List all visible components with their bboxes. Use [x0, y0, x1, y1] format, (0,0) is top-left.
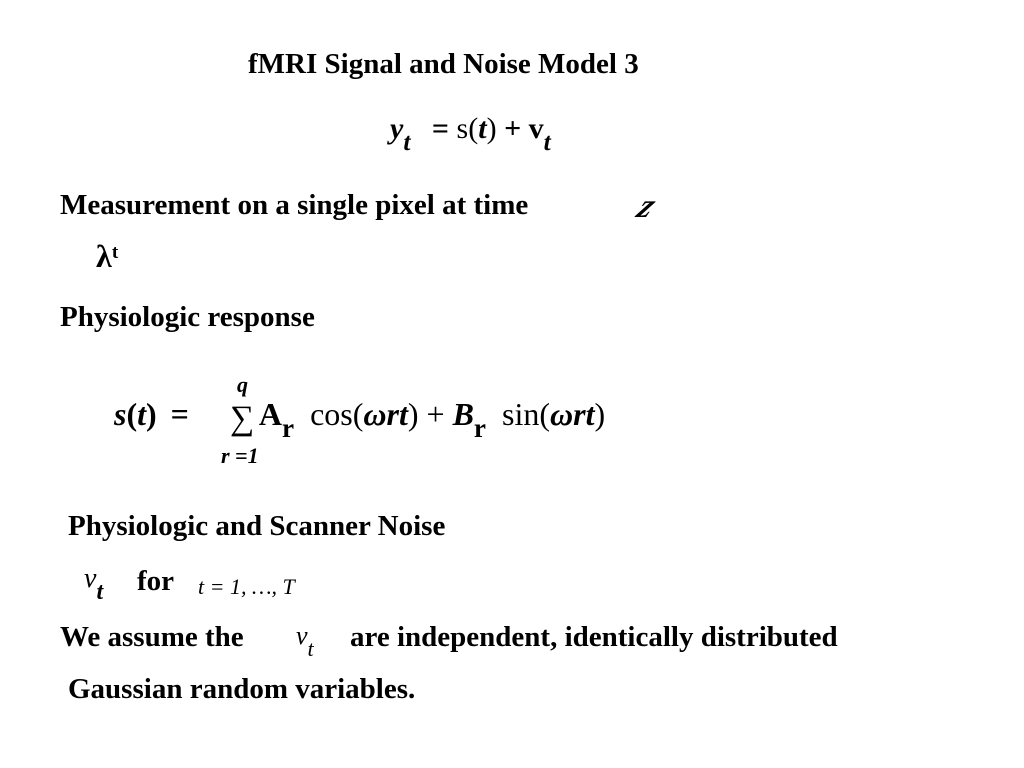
- eq2-B-subscript: r: [473, 413, 486, 443]
- eq2-sin: sin(: [502, 396, 550, 432]
- eq1-y-subscript: t: [403, 127, 411, 156]
- noise-symbol: vt: [84, 563, 103, 605]
- eq2-A: A: [258, 396, 282, 432]
- sum-lower-label: r =1: [221, 443, 259, 468]
- eq2-close-1: ): [407, 396, 419, 432]
- garbled-glyph-lambda: λᵗ: [96, 238, 119, 274]
- sum-symbol: ∑: [230, 400, 255, 437]
- eq1-v: v: [528, 112, 544, 145]
- eq2-omega-1: ω: [363, 396, 387, 432]
- eq2-cos: cos(: [310, 396, 364, 432]
- assumption-text-line2: Gaussian random variables.: [68, 673, 416, 705]
- eq2-t: t: [137, 396, 146, 432]
- noise-heading: Physiologic and Scanner Noise: [68, 510, 446, 542]
- eq2-close-paren: ): [146, 396, 157, 432]
- assumption-text-end: are independent, identically distributed: [350, 621, 838, 653]
- garbled-glyph-z: z: [631, 188, 663, 225]
- eq1-plus: +: [504, 112, 522, 145]
- eq1-v-subscript: t: [543, 127, 551, 156]
- eq2-rt-2: rt: [573, 396, 595, 432]
- observation-equation: yt = s(t) + vt: [390, 112, 551, 156]
- eq1-open-paren: (: [468, 112, 479, 145]
- eq2-close-2: ): [594, 396, 606, 432]
- eq2-open-paren: (: [126, 396, 138, 432]
- eq2-omega-2: ω: [550, 396, 574, 432]
- noise-v-subscript: t: [96, 579, 104, 605]
- eq1-y: y: [390, 112, 404, 145]
- assumption-text-start: We assume the: [60, 621, 244, 653]
- eq1-close-paren: ): [486, 112, 497, 145]
- eq1-equals: =: [431, 112, 450, 145]
- sum-lower-limit: r =1: [221, 443, 259, 469]
- response-equation: s(t) = Ar cos(ωrt ) + Br sin(ωrt ): [114, 396, 606, 443]
- time-range: t = 1, …, T: [198, 574, 295, 599]
- eq2-equals: =: [170, 396, 189, 432]
- noise-v: v: [84, 563, 97, 594]
- noise-for-word: for: [137, 565, 175, 597]
- physiologic-response-heading: Physiologic response: [60, 301, 315, 333]
- assumption-v-subscript: t: [307, 636, 314, 661]
- eq2-B: B: [452, 396, 474, 432]
- assumption-v: v: [296, 621, 308, 650]
- assumption-symbol: vt: [296, 621, 314, 661]
- eq2-A-subscript: r: [282, 413, 295, 443]
- eq2-rt-1: rt: [386, 396, 408, 432]
- eq1-t: t: [478, 112, 487, 145]
- slide-title: fMRI Signal and Noise Model 3: [248, 48, 639, 80]
- eq2-s: s: [114, 396, 127, 432]
- eq1-s: s: [456, 112, 469, 145]
- sum-upper-limit: q: [237, 372, 248, 397]
- measurement-text: Measurement on a single pixel at time: [60, 189, 529, 221]
- eq2-plus: +: [426, 396, 445, 432]
